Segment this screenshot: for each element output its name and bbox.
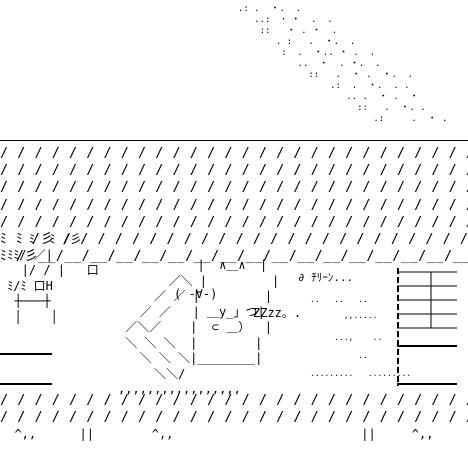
roof-edge-line [0, 140, 468, 141]
sleeping-cat-on-veranda: | ∧＿∧ | ／＼ | | ／ ／ | | ／ ／ | ＿y_」つ| ／＼／ … [118, 258, 280, 396]
left-step [0, 353, 52, 385]
right-window-rail [397, 268, 457, 386]
floor-tiles: / / / / / / / / / / / / / / / / / / / / … [0, 392, 468, 426]
dots-row-2: ,,..... [310, 311, 378, 320]
dots-row-5: ......... ......... [310, 369, 412, 378]
snoring-sound: ZZzz。. [253, 306, 302, 320]
ground-grass: ^,, || ^,, || ^,, [0, 427, 434, 441]
dots-row-4: .. [310, 351, 368, 360]
roof-tiles: / / / / / / / / / / / / / / / / / / / / … [0, 145, 468, 265]
cat-face: ( -∀-) [174, 287, 218, 301]
dots-row-1: .. .. .. [310, 295, 368, 304]
starry-sky: .: . ・. . ..: ･ ・ . . :: ・ . ・ . . : . ・… [237, 4, 448, 124]
dots-row-3: ..., .. [310, 333, 383, 342]
wind-chime-sound: ∂ ﾁﾘｰﾝ... [298, 271, 354, 284]
left-wall-and-plant: ﾐ ﾐ /彡 ﾐﾐ/ ／| |/ / | 口 ﾐ/ﾐ 口H ┼───┼ │ │ [7, 232, 99, 324]
